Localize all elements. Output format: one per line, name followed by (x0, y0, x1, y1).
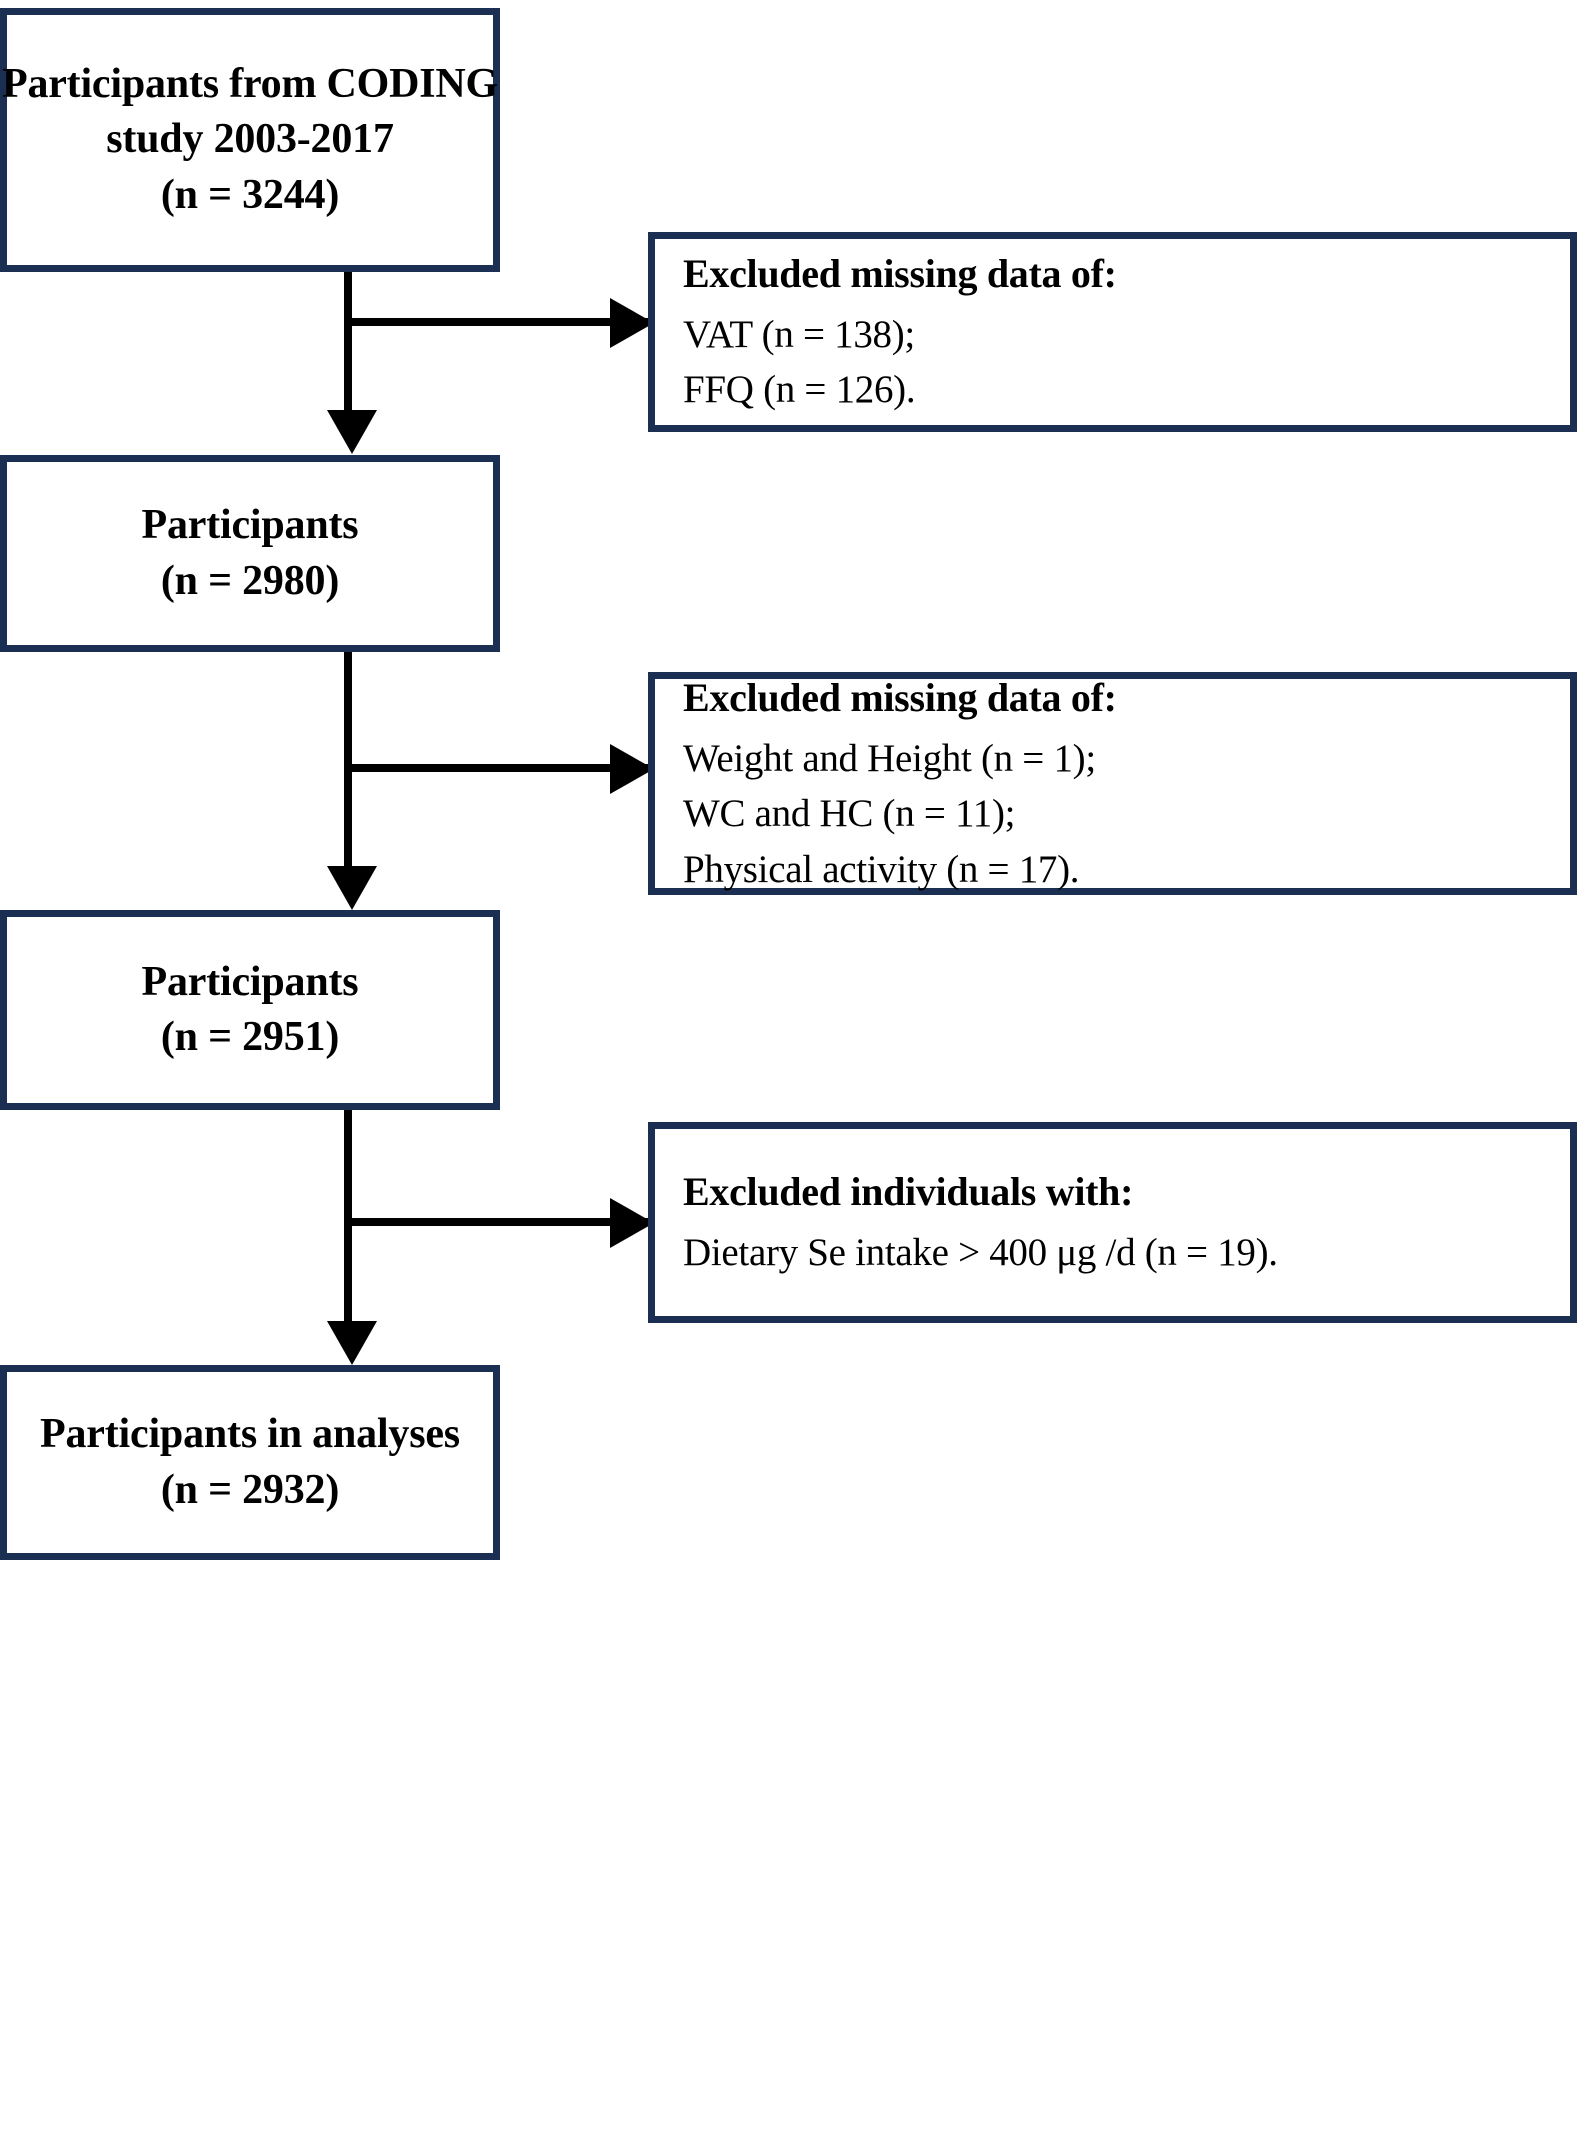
node-exclusion-third: Excluded individuals with: Dietary Se in… (648, 1122, 1577, 1323)
arrowhead-enrollment-to-stage1 (327, 410, 377, 454)
connector-stage1-to-stage2 (344, 652, 352, 870)
node-enrollment: Participants from CODING study 2003-2017… (0, 8, 500, 272)
final-line-2: (n = 2932) (160, 1466, 340, 1513)
stage2-line-1: Participants (141, 958, 359, 1005)
exclusion-second-item-1: Weight and Height (n = 1); (683, 736, 1096, 780)
enrollment-line-1: Participants from CODING (1, 60, 499, 107)
connector-branch-exclusion-1 (344, 318, 656, 326)
exclusion-second-item-3: Physical activity (n = 17). (683, 847, 1080, 891)
stage1-line-1: Participants (141, 502, 359, 549)
exclusion-second-item-2: WC and HC (n = 11); (683, 792, 1016, 836)
exclusion-third-heading: Excluded individuals with: (683, 1169, 1134, 1215)
exclusion-first-item-1: VAT (n = 138); (683, 313, 915, 357)
arrowhead-branch-exclusion-3 (610, 1198, 654, 1248)
arrowhead-stage2-to-final (327, 1321, 377, 1365)
enrollment-line-2: study 2003-2017 (106, 116, 394, 163)
connector-branch-exclusion-3 (344, 1218, 656, 1226)
node-exclusion-second: Excluded missing data of: Weight and Hei… (648, 672, 1577, 895)
arrowhead-branch-exclusion-2 (610, 744, 654, 794)
exclusion-second-heading: Excluded missing data of: (683, 675, 1117, 721)
node-exclusion-first: Excluded missing data of: VAT (n = 138);… (648, 232, 1577, 432)
exclusion-third-item-1: Dietary Se intake > 400 μg /d (n = 19). (683, 1231, 1278, 1275)
arrowhead-branch-exclusion-1 (610, 298, 654, 348)
node-stage1: Participants (n = 2980) (0, 455, 500, 652)
exclusion-first-item-2: FFQ (n = 126). (683, 368, 916, 412)
connector-branch-exclusion-2 (344, 764, 656, 772)
stage1-line-2: (n = 2980) (160, 557, 340, 604)
enrollment-line-3: (n = 3244) (160, 171, 340, 218)
arrowhead-stage1-to-stage2 (327, 866, 377, 910)
connector-stage2-to-final (344, 1110, 352, 1325)
node-stage2: Participants (n = 2951) (0, 910, 500, 1110)
connector-enrollment-to-stage1 (344, 272, 352, 412)
node-final: Participants in analyses (n = 2932) (0, 1365, 500, 1560)
stage2-line-2: (n = 2951) (160, 1014, 340, 1060)
exclusion-first-heading: Excluded missing data of: (683, 251, 1117, 297)
final-line-1: Participants in analyses (40, 1411, 460, 1458)
